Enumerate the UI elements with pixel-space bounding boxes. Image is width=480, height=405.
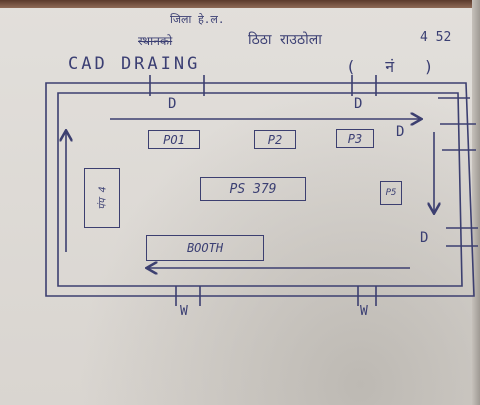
polling-box-c-label: P3 bbox=[347, 131, 363, 146]
right-edge-shadow bbox=[472, 0, 480, 405]
window-label-right: W bbox=[360, 304, 368, 319]
booth-label: BOOTH bbox=[186, 241, 224, 255]
right-side-lines bbox=[438, 97, 478, 247]
polling-box-b: P2 bbox=[254, 130, 296, 149]
polling-station-box: PS 379 bbox=[200, 177, 306, 201]
door-label-right-low: D bbox=[420, 230, 429, 246]
polling-box-c: P3 bbox=[336, 129, 374, 148]
polling-box-right: P5 bbox=[380, 181, 402, 205]
drawing-title-paren: ( नं ) bbox=[346, 57, 444, 76]
door-label-top-left: D bbox=[168, 96, 177, 112]
inner-wall bbox=[57, 92, 463, 287]
booth-box: BOOTH bbox=[146, 235, 264, 261]
polling-station-label: PS 379 bbox=[229, 181, 277, 197]
door-label-right-mid: D bbox=[396, 124, 405, 140]
polling-box-a-label: PO1 bbox=[163, 132, 185, 147]
header-line-1: जिला हे.ल. bbox=[170, 13, 225, 26]
top-edge-shadow bbox=[0, 0, 480, 8]
bottom-window-ticks bbox=[175, 286, 377, 306]
polling-box-b-label: P2 bbox=[267, 132, 283, 147]
header-corner-text: 4 52 bbox=[420, 30, 452, 45]
outer-wall bbox=[45, 82, 475, 297]
polling-box-vertical-label: पंप 4 bbox=[98, 186, 109, 210]
drawing-title: CAD DRAING bbox=[68, 54, 201, 74]
header-line-2: ठिठा राउठोला bbox=[248, 32, 322, 48]
window-label-left: W bbox=[180, 304, 188, 319]
header-line-2-struck: स्थानको bbox=[138, 34, 173, 48]
top-door-ticks bbox=[149, 75, 377, 96]
polling-box-vertical: पंप 4 bbox=[84, 168, 120, 228]
polling-box-right-label: P5 bbox=[385, 188, 397, 198]
polling-box-a: PO1 bbox=[148, 130, 200, 149]
door-label-top-right: D bbox=[354, 96, 363, 112]
